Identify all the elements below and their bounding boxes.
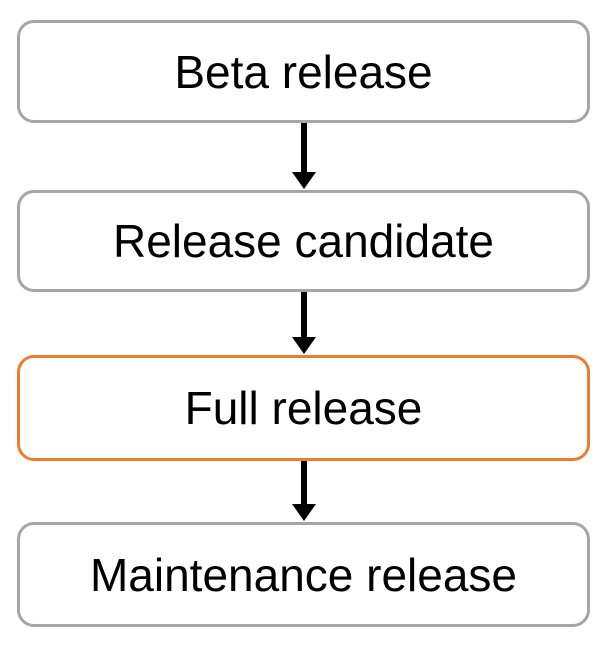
arrow-head [291,172,316,189]
node-beta-release: Beta release [17,20,590,123]
arrow-shaft [300,461,307,504]
node-full-release: Full release [17,355,590,461]
arrow-down-icon [291,292,316,354]
arrow-head [291,504,316,521]
node-release-candidate: Release candidate [17,190,590,292]
node-beta-release-label: Beta release [174,45,433,98]
arrow-down-icon [291,123,316,189]
node-maintenance-release: Maintenance release [17,522,590,627]
arrow-down-icon [291,461,316,521]
node-full-release-label: Full release [184,382,423,434]
arrow-head [291,337,316,354]
node-release-candidate-label: Release candidate [112,215,495,267]
node-maintenance-release-label: Maintenance release [89,548,518,601]
arrow-shaft [300,123,307,172]
arrow-shaft [300,292,307,337]
